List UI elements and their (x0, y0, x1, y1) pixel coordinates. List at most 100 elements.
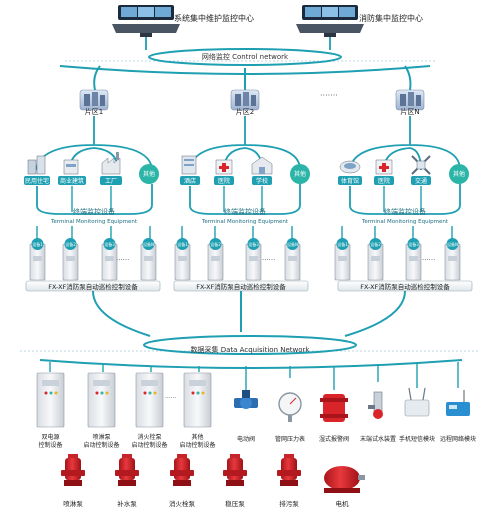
other-badge (139, 164, 159, 184)
zone-name: 片区2 (236, 107, 254, 116)
pump-label: 稳压泵 (225, 499, 245, 508)
field-device-label: 手机短信模块 (399, 435, 435, 443)
building-residential-icon (27, 155, 46, 175)
terminal-label-en: Terminal Monitoring Equipment (361, 219, 449, 225)
device-label: 设备3 (104, 241, 115, 247)
cabinet-ellipsis: ······ (165, 395, 177, 402)
device-row: 设备1 设备2 设备3 设备N (174, 238, 301, 281)
zone-n: 片区N 体育馆 医院 交通 其他 终端监控设备 Terminal Monitor… (334, 89, 473, 292)
zone-cluster-icon (230, 89, 260, 111)
pressure-gauge-icon: 管网压力表 (275, 392, 305, 443)
center-links (145, 37, 331, 50)
zone-name: 片区1 (85, 107, 103, 116)
monitoring-device: 设备1 (29, 238, 46, 281)
pump-label: 排污泵 (279, 499, 299, 508)
building-label: 交通 (415, 177, 427, 185)
field-device-label: 远程网络模块 (440, 435, 476, 443)
zone-uplinks (93, 65, 412, 91)
device-label: 设备2 (210, 241, 221, 247)
building-label: 医院 (378, 177, 390, 185)
monitor-wall-icon (112, 5, 180, 37)
controller-bar-label: FX-XF消防泵自动巡检控制设备 (196, 282, 286, 291)
device-label: 设备3 (248, 241, 259, 247)
pump-icon: 补水泵 (115, 454, 139, 508)
building-label: 工厂 (105, 178, 117, 185)
building-label: 学校 (256, 177, 268, 185)
building-hospital-icon (215, 159, 233, 175)
pump-icon: 稳压泵 (223, 454, 247, 508)
monitoring-center-fire: 消防集中监控中心 (296, 5, 423, 37)
cabinet-label-line2: 启动控制设备 (131, 441, 167, 449)
terminal-bracket (349, 184, 461, 215)
cabinet-label-line2: 启动控制设备 (83, 441, 119, 449)
monitoring-device: 设备3 (245, 238, 262, 281)
terminal-label-cn: 终端监控设备 (224, 207, 266, 216)
control-network: 网络监控 Control network (59, 48, 435, 75)
cabinet-label-line2: 启动控制设备 (179, 441, 215, 449)
motor-label: 电机 (336, 499, 350, 508)
other-label: 其他 (453, 170, 465, 178)
zone-name: 片区N (400, 107, 419, 116)
terminal-label-cn: 终端监控设备 (384, 207, 426, 216)
building-school-icon (251, 156, 273, 175)
monitoring-center-maintenance: 系统集中维护监控中心 (112, 5, 254, 37)
field-drops (49, 362, 459, 390)
motor-icon: 电机 (324, 466, 365, 508)
monitoring-device: 设备1 (334, 238, 351, 281)
monitoring-device: 设备2 (62, 238, 79, 281)
zone-1: 片区1 民用住宅 商业建筑 工厂 其他 终端监控设备 Terminal Moni… (24, 89, 161, 292)
field-device-label: 末端试水装置 (360, 435, 396, 443)
monitoring-device: 设备N (140, 238, 157, 281)
device-label: 设备3 (408, 241, 419, 247)
building-stadium-icon (339, 160, 361, 174)
field-devices: 电动阀 管网压力表湿式报警阀 末端试水装置手机短信模块远程网络模块 (234, 387, 476, 443)
controller-bar-label: FX-XF消防泵自动巡检控制设备 (360, 282, 450, 291)
zone-fanout (189, 116, 301, 171)
device-ellipsis: ······ (422, 256, 435, 264)
device-label: 设备1 (32, 241, 43, 247)
data-network-label: 数据采集 Data Acquisition Network (191, 345, 311, 354)
device-label: 设备2 (65, 241, 76, 247)
terminal-bracket (36, 184, 153, 215)
other-badge (449, 164, 469, 184)
device-row: 设备1 设备2 设备3 设备N (29, 238, 157, 281)
monitoring-device: 设备N (444, 238, 461, 281)
monitoring-device: 设备3 (101, 238, 118, 281)
center-maintenance-label: 系统集中维护监控中心 (174, 13, 254, 23)
field-device-label: 电动阀 (237, 435, 255, 443)
field-device-label: 湿式报警阀 (319, 435, 349, 443)
building-transport-icon (411, 155, 431, 175)
building-label: 商业建筑 (60, 177, 84, 185)
data-acquisition-network: 数据采集 Data Acquisition Network (20, 335, 480, 369)
monitoring-device: 设备N (284, 238, 301, 281)
zone-fanout (35, 116, 153, 171)
monitoring-device: 设备2 (207, 238, 224, 281)
device-label: 设备N (287, 241, 298, 247)
monitoring-device: 设备1 (174, 238, 191, 281)
building-commercial-icon (63, 159, 79, 175)
device-label: 设备2 (370, 241, 381, 247)
cabinet-label-line1: 喷淋泵 (92, 433, 110, 441)
zone-cluster-icon (395, 89, 425, 111)
controller-bar-label: FX-XF消防泵自动巡检控制设备 (48, 282, 138, 291)
device-label: 设备N (447, 241, 458, 247)
terminal-label-en: Terminal Monitoring Equipment (201, 219, 289, 225)
device-ellipsis: ······ (262, 256, 275, 264)
monitor-wall-icon (296, 5, 364, 37)
pump-label: 消火栓泵 (169, 499, 196, 508)
building-hospital-icon (375, 159, 393, 175)
building-label: 医院 (218, 177, 230, 185)
zone-fanout (349, 116, 461, 171)
device-label: 设备N (143, 241, 154, 247)
pump-label: 喷淋泵 (63, 499, 83, 508)
device-label: 设备1 (177, 241, 188, 247)
other-badge (290, 164, 310, 184)
pumps: 喷淋泵 补水泵消火栓泵 稳压泵 排污泵 电机 (61, 454, 365, 508)
zone-2: 片区2 酒店 医院 学校 其他 终端监控设备 Terminal Monitori… (173, 89, 310, 292)
network-module-icon: 远程网络模块 (440, 390, 476, 443)
